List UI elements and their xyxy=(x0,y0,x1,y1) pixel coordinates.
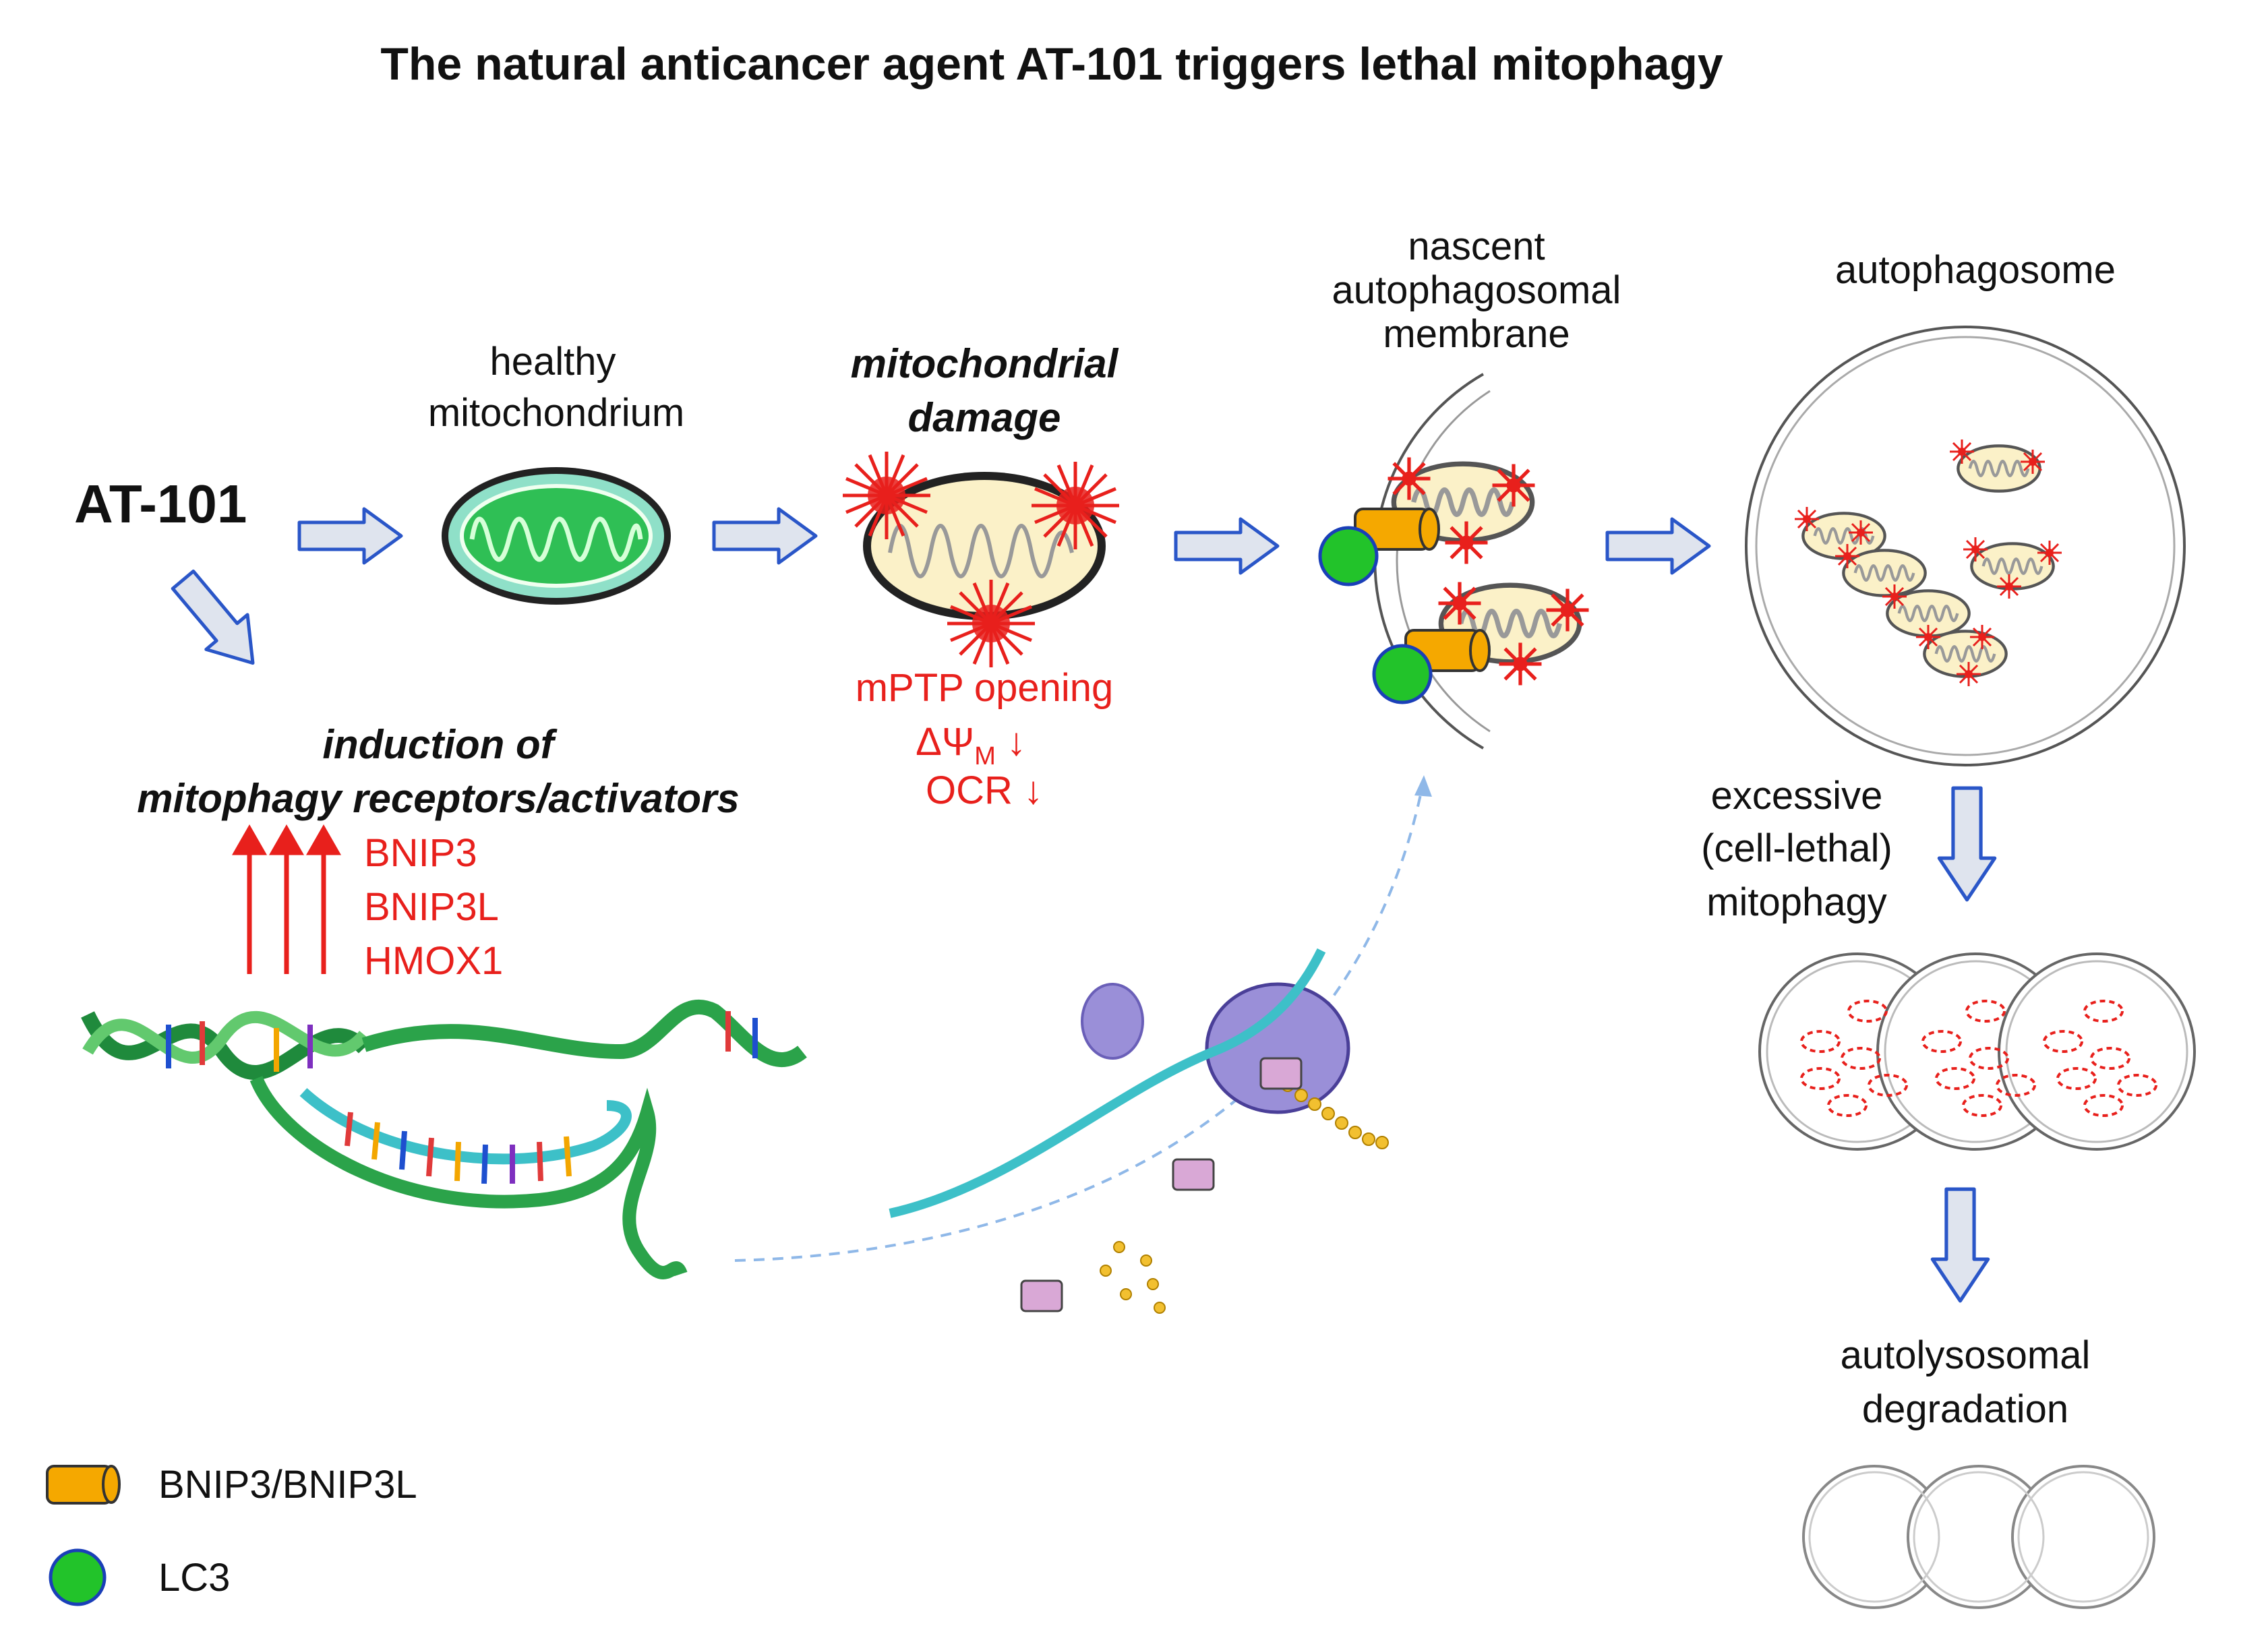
upregulation-arrows xyxy=(231,824,342,974)
damage-burst-icon xyxy=(1493,464,1535,507)
autophagosome-label: autophagosome xyxy=(1835,248,2116,292)
arrow-to-induction xyxy=(162,563,274,681)
delta-psi-label: ΔΨM↓ xyxy=(916,720,1026,770)
legend-label-lc3: LC3 xyxy=(158,1556,230,1600)
nascent-label-2: autophagosomal xyxy=(1332,268,1621,312)
damage-burst-icon xyxy=(1881,583,1908,610)
nascent-label-3: membrane xyxy=(1383,312,1570,356)
autolysosomal-label-1: autolysosomal xyxy=(1841,1333,2091,1377)
healthy-label-2: mitochondrium xyxy=(428,391,684,435)
damage-burst-icon xyxy=(1948,438,1975,465)
mrna-strand xyxy=(889,948,1326,1218)
arrow-to-damage xyxy=(714,509,816,563)
dna-helix-icon xyxy=(81,999,807,1279)
gene-hmox1: HMOX1 xyxy=(364,939,503,983)
arrow-to-degradation xyxy=(1932,1189,1988,1301)
damage-burst-icon xyxy=(1439,582,1481,625)
healthy-mitochondrium xyxy=(442,467,671,605)
autolysosome-cluster xyxy=(1758,952,2196,1151)
damage-burst-icon xyxy=(1499,643,1542,686)
induction-label-2: mitophagy receptors/activators xyxy=(137,776,740,821)
arrow-to-nascent xyxy=(1176,519,1278,573)
excessive-label-1: excessive xyxy=(1711,774,1883,818)
ocr-label: OCR ↓ xyxy=(926,768,1043,812)
gene-bnip3l: BNIP3L xyxy=(364,885,499,929)
damage-label-2: damage xyxy=(908,395,1061,440)
damage-burst-icon xyxy=(843,452,930,539)
damage-burst-icon xyxy=(1847,519,1874,546)
page-title: The natural anticancer agent AT-101 trig… xyxy=(380,38,1723,90)
induction-label-1: induction of xyxy=(322,722,557,767)
amino-acid-dots xyxy=(1100,1241,1166,1314)
damage-burst-icon xyxy=(2036,539,2063,566)
translation-path xyxy=(734,785,1424,1262)
damage-burst-icon xyxy=(1445,522,1488,564)
mptp-label: mPTP opening xyxy=(856,666,1114,710)
lc3-icon xyxy=(1372,644,1433,704)
trna-icon xyxy=(1020,1057,1303,1312)
healthy-label-1: healthy xyxy=(489,340,616,384)
empty-autolysosomes xyxy=(1802,1465,2155,1609)
ribosome-icon xyxy=(1081,982,1350,1114)
damage-burst-icon xyxy=(1793,506,1820,533)
translation-arrowhead xyxy=(1414,775,1432,797)
damage-burst-icon xyxy=(2019,448,2046,475)
damage-label-1: mitochondrial xyxy=(851,341,1119,386)
autolysosomal-label-2: degradation xyxy=(1862,1387,2068,1431)
drug-label: AT-101 xyxy=(74,474,247,534)
arrow-to-autophagosome xyxy=(1607,519,1709,573)
damage-burst-icon xyxy=(1032,462,1119,549)
excessive-label-3: mitophagy xyxy=(1706,880,1887,924)
damage-burst-icon xyxy=(1996,573,2023,600)
gene-bnip3: BNIP3 xyxy=(364,831,477,875)
orange-cylinder-icon xyxy=(46,1465,113,1505)
damage-burst-icon xyxy=(1915,624,1942,650)
damage-burst-icon xyxy=(1388,458,1431,500)
damage-burst-icon xyxy=(947,580,1035,667)
nascent-label-1: nascent xyxy=(1408,224,1545,268)
arrow-to-healthy xyxy=(299,509,401,563)
legend-label-bnip3: BNIP3/BNIP3L xyxy=(158,1463,417,1507)
autophagosome xyxy=(1745,326,2186,766)
lc3-icon xyxy=(1318,526,1379,586)
damage-burst-icon xyxy=(1969,624,1996,650)
damage-burst-icon xyxy=(1955,661,1982,688)
damage-burst-icon xyxy=(1834,543,1861,570)
damaged-mitochondrium xyxy=(863,472,1106,620)
bnip3-receptor xyxy=(1354,508,1440,551)
green-circle-icon xyxy=(49,1548,107,1606)
damage-burst-icon xyxy=(1962,536,1989,563)
legend-lc3: LC3 xyxy=(49,1548,230,1606)
excessive-label-2: (cell-lethal) xyxy=(1701,826,1892,870)
legend-bnip3: BNIP3/BNIP3L xyxy=(46,1463,417,1507)
arrow-to-excessive xyxy=(1939,788,1994,900)
polypeptide-chain xyxy=(1281,1079,1389,1149)
damage-burst-icon xyxy=(1547,589,1589,632)
